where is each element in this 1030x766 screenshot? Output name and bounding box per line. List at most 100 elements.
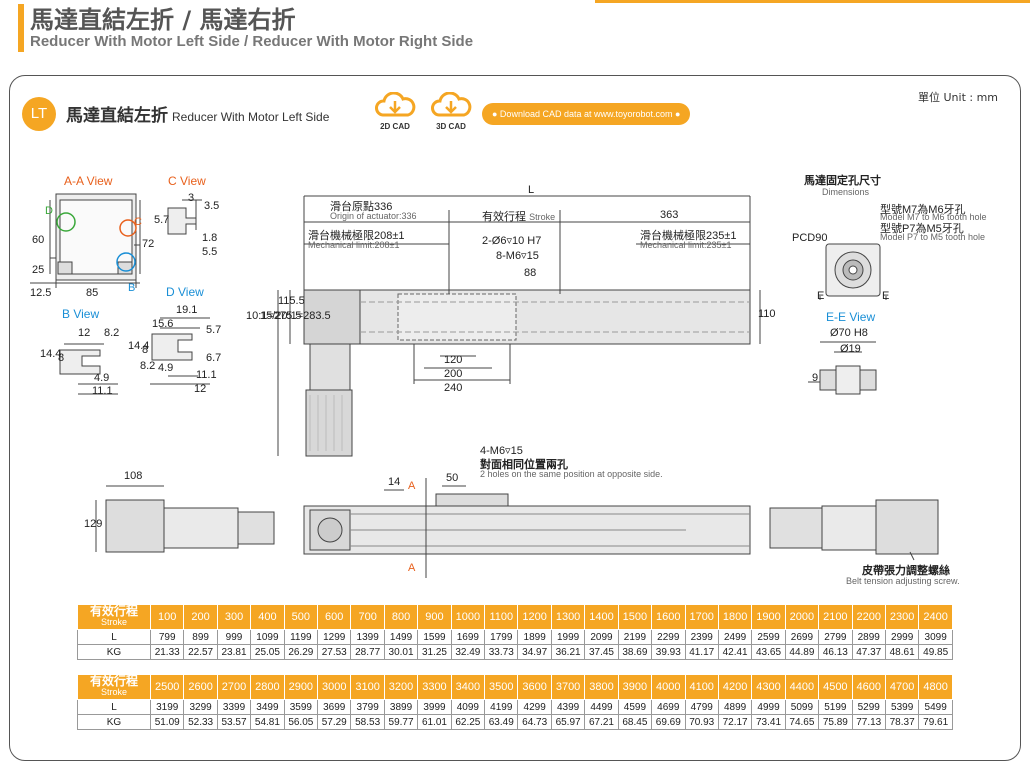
stroke-cell: 2600: [183, 674, 218, 700]
stroke-cell: 1100: [484, 604, 519, 630]
weight-cell: 52.33: [183, 714, 218, 730]
stroke-en: Stroke: [529, 212, 556, 222]
length-cell: 1199: [283, 629, 319, 645]
dim-c-3-5: 3.5: [204, 200, 220, 212]
stroke-cell: 200: [183, 604, 218, 630]
weight-cell: 62.25: [450, 714, 486, 730]
stroke-cell: 3600: [517, 674, 552, 700]
length-cell: 799: [149, 629, 185, 645]
stroke-cell: 400: [250, 604, 285, 630]
length-cell: 999: [216, 629, 252, 645]
cad-3d-label: 3D CAD: [436, 122, 466, 131]
mech-right-en: Mechanical limit:235±1: [640, 240, 732, 250]
weight-cell: 64.73: [517, 714, 552, 730]
dim-aa-25: 25: [32, 264, 45, 276]
weight-cell: 22.57: [183, 644, 218, 660]
length-cell: 2699: [784, 629, 820, 645]
weight-cell: 58.53: [350, 714, 385, 730]
length-cell: 1799: [484, 629, 519, 645]
dim-c-5-5: 5.5: [202, 246, 218, 258]
stroke-cell: 1600: [651, 604, 686, 630]
stroke-cell: 2200: [851, 604, 886, 630]
opp-zh: 對面相同位置兩孔: [480, 459, 568, 471]
stroke-cell: 2100: [818, 604, 853, 630]
weight-cell: 31.25: [417, 644, 452, 660]
stroke-cell: 2000: [784, 604, 820, 630]
origin-en: Origin of actuator:336: [330, 211, 417, 221]
ratio-b: 15/20:1=283.5: [260, 310, 331, 322]
stroke-cell: 800: [383, 604, 419, 630]
weight-cell: 56.05: [283, 714, 319, 730]
weight-cell: 65.97: [550, 714, 586, 730]
weight-cell: 26.29: [283, 644, 319, 660]
stroke-cell: 2400: [918, 604, 953, 630]
weight-cell: 61.01: [417, 714, 452, 730]
stroke-cell: 500: [283, 604, 319, 630]
stroke-cell: 4300: [751, 674, 786, 700]
view-label-ee: E-E View: [826, 310, 876, 324]
stroke-cell: 1900: [751, 604, 786, 630]
weight-cell: 28.77: [350, 644, 385, 660]
dim-9: 9: [812, 372, 819, 384]
dim-d-6-7: 6.7: [206, 352, 222, 364]
stroke-cell: 2700: [216, 674, 252, 700]
dim-aa-60: 60: [32, 234, 45, 246]
length-cell: 3099: [918, 629, 953, 645]
stroke-cell: 4200: [717, 674, 753, 700]
weight-cell: 74.65: [784, 714, 820, 730]
weight-cell: 43.65: [751, 644, 786, 660]
unit-label: 單位 Unit : mm: [918, 91, 999, 104]
ratio-a: 10:1=275.5: [246, 310, 302, 322]
length-cell: 3299: [183, 699, 218, 715]
dim-b-8-2: 8.2: [104, 327, 120, 339]
weight-cell: 46.13: [818, 644, 853, 660]
accent-bar: [18, 4, 24, 52]
stroke-cell: 4800: [918, 674, 953, 700]
stroke-cell: 2500: [149, 674, 185, 700]
length-cell: 2599: [751, 629, 786, 645]
cloud-download-icon: [431, 91, 472, 117]
dim-c-1-8: 1.8: [202, 232, 218, 244]
stroke-cell: 1300: [550, 604, 586, 630]
belt-en: Belt tension adjusting screw.: [846, 576, 960, 586]
weight-cell: 51.09: [149, 714, 185, 730]
length-cell: 2899: [851, 629, 886, 645]
dim-d-4-9: 4.9: [158, 362, 174, 374]
length-cell: 4099: [450, 699, 486, 715]
weight-cell: 25.05: [250, 644, 285, 660]
mark-c: C: [134, 216, 142, 228]
weight-cell: 41.17: [684, 644, 719, 660]
mech-left-zh: 滑台機械極限208±1: [308, 230, 405, 242]
panel-title-en: Reducer With Motor Left Side: [172, 110, 330, 124]
stroke-cell: 4000: [651, 674, 686, 700]
stroke-cell: 1700: [684, 604, 719, 630]
length-cell: 5099: [784, 699, 820, 715]
dim-L: L: [528, 184, 535, 196]
dim-aa-72: 72: [142, 238, 155, 250]
weight-cell: 59.77: [383, 714, 419, 730]
dim-240: 240: [444, 382, 463, 394]
stroke-cell: 1400: [584, 604, 619, 630]
dim-b-11-1: 11.1: [92, 385, 113, 397]
stroke-cell: 4400: [784, 674, 820, 700]
cad-2d-button[interactable]: 2D CAD: [372, 91, 418, 136]
dim-14: 14: [388, 476, 401, 488]
dim-c-5-7: 5.7: [154, 214, 170, 226]
mark-e-right: E: [882, 290, 890, 302]
left-end-view: [105, 499, 165, 553]
weight-cell: 32.49: [450, 644, 486, 660]
download-link[interactable]: ● Download CAD data at www.toyorobot.com…: [482, 103, 691, 125]
length-cell: 2199: [617, 629, 653, 645]
stroke-cell: 900: [417, 604, 452, 630]
stroke-cell: 600: [317, 604, 352, 630]
cad-3d-button[interactable]: 3D CAD: [428, 91, 474, 136]
weight-cell: 21.33: [149, 644, 185, 660]
length-cell: 1699: [450, 629, 486, 645]
dim-c-3: 3: [188, 192, 195, 204]
actuator-body: [303, 289, 751, 345]
holes-a: 2-Ø6▿10 H7: [482, 235, 542, 247]
